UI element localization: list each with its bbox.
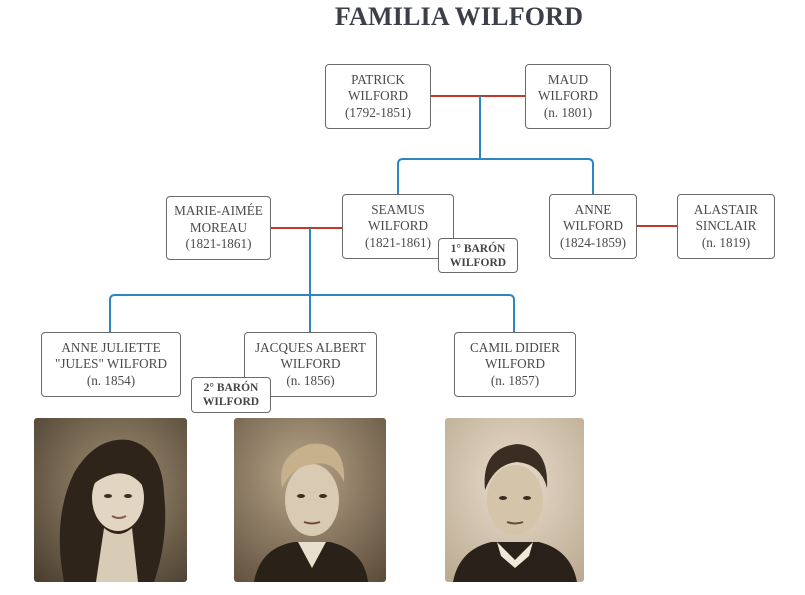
person-dates: (1824-1859) bbox=[560, 234, 626, 250]
person-surname: WILFORD bbox=[484, 356, 546, 372]
person-anne-juliette-wilford[interactable]: ANNE JULIETTE "JULES" WILFORD (n. 1854) bbox=[41, 332, 181, 397]
person-dates: (1821-1861) bbox=[365, 234, 431, 250]
person-surname: "JULES" WILFORD bbox=[55, 356, 167, 372]
person-anne-wilford[interactable]: ANNE WILFORD (1824-1859) bbox=[549, 194, 637, 259]
photo-jacques-albert bbox=[234, 418, 386, 582]
person-dates: (n. 1857) bbox=[490, 372, 540, 388]
badge-title: 1° BARÓN bbox=[450, 242, 506, 255]
person-name: SEAMUS bbox=[371, 201, 425, 217]
badge-title: 2° BARÓN bbox=[203, 382, 259, 394]
badge-surname: WILFORD bbox=[449, 256, 507, 269]
title-badge-jacques: 2° BARÓN WILFORD bbox=[191, 377, 271, 413]
person-surname: SINCLAIR bbox=[695, 218, 757, 234]
person-name: MARIE-AIMÉE bbox=[174, 203, 263, 219]
person-surname: WILFORD bbox=[367, 218, 429, 234]
person-dates: (1821-1861) bbox=[185, 236, 252, 252]
person-surname: WILFORD bbox=[562, 218, 624, 234]
person-dates: (n. 1819) bbox=[701, 234, 751, 250]
person-dates: (1792-1851) bbox=[345, 104, 411, 120]
person-alastair-sinclair[interactable]: ALASTAIR SINCLAIR (n. 1819) bbox=[677, 194, 775, 259]
person-name: MAUD bbox=[547, 71, 589, 87]
person-name: PATRICK bbox=[351, 71, 405, 87]
descent-line-gen2 bbox=[109, 228, 515, 332]
person-name: JACQUES ALBERT bbox=[255, 339, 366, 355]
photo-anne-juliette bbox=[34, 418, 187, 582]
person-dates: (n. 1854) bbox=[86, 372, 136, 388]
person-patrick-wilford[interactable]: PATRICK WILFORD (1792-1851) bbox=[325, 64, 431, 129]
person-name: ALASTAIR bbox=[693, 201, 759, 217]
person-surname: WILFORD bbox=[347, 88, 409, 104]
portrait-boy-icon bbox=[445, 418, 584, 582]
descent-line-gen1 bbox=[397, 96, 594, 194]
person-marie-aimee-moreau[interactable]: MARIE-AIMÉE MOREAU (1821-1861) bbox=[166, 196, 271, 260]
portrait-young-man-icon bbox=[234, 418, 386, 582]
person-name: ANNE JULIETTE bbox=[61, 339, 161, 355]
person-name: CAMIL DIDIER bbox=[470, 339, 560, 355]
badge-surname: WILFORD bbox=[202, 396, 260, 408]
person-surname: WILFORD bbox=[280, 356, 341, 372]
person-surname: MOREAU bbox=[189, 219, 248, 235]
person-maud-wilford[interactable]: MAUD WILFORD (n. 1801) bbox=[525, 64, 611, 129]
person-dates: (n. 1801) bbox=[543, 104, 593, 120]
photo-camil-didier bbox=[445, 418, 584, 582]
person-seamus-wilford[interactable]: SEAMUS WILFORD (1821-1861) bbox=[342, 194, 454, 259]
person-name: ANNE bbox=[574, 201, 612, 217]
person-dates: (n. 1856) bbox=[286, 372, 335, 388]
person-camil-didier-wilford[interactable]: CAMIL DIDIER WILFORD (n. 1857) bbox=[454, 332, 576, 397]
page-title: FAMILIA WILFORD bbox=[334, 2, 584, 31]
portrait-young-woman-icon bbox=[34, 418, 187, 582]
person-surname: WILFORD bbox=[537, 88, 599, 104]
title-badge-seamus: 1° BARÓN WILFORD bbox=[438, 238, 518, 273]
